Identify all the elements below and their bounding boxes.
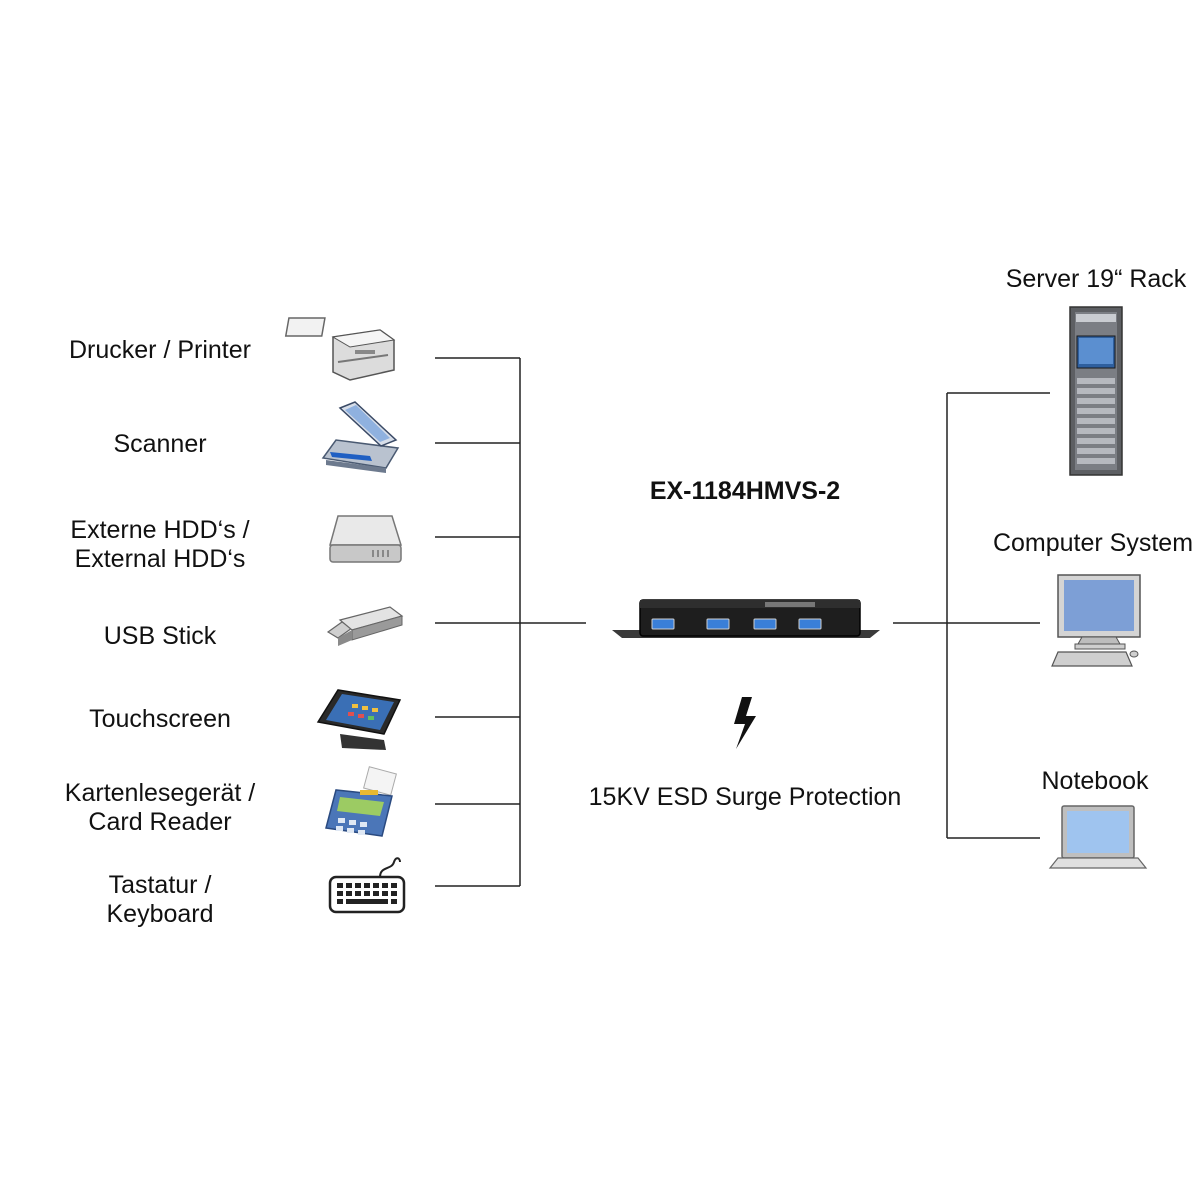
left-connector-lines [435, 357, 586, 887]
label-card-reader-line2: Card Reader [88, 808, 232, 836]
hdd-icon [329, 515, 403, 563]
hub-model-title: EX-1184HMVS-2 [649, 477, 841, 505]
label-touchscreen-line1: Touchscreen [89, 705, 231, 733]
card-reader-icon [325, 766, 397, 837]
lightning-bolt-icon [734, 697, 756, 749]
label-hdd-line1: Externe HDD‘s / [70, 516, 250, 544]
desktop-computer-icon [1051, 574, 1141, 667]
label-hdd-line2: External HDD‘s [74, 545, 246, 573]
label-card-reader-line1: Kartenlesegerät / [64, 779, 256, 807]
touchscreen-pos-icon [316, 689, 402, 750]
scanner-icon [321, 401, 400, 473]
label-server: Server 19“ Rack [1005, 265, 1187, 293]
label-keyboard-line2: Keyboard [106, 900, 214, 928]
notebook-icon [1048, 805, 1148, 869]
label-notebook: Notebook [1041, 767, 1149, 795]
label-keyboard: Tastatur / Keyboard [10, 871, 310, 929]
label-usb-line1: USB Stick [103, 622, 217, 650]
hub-usb-ports [651, 618, 822, 630]
label-scanner: Scanner [10, 430, 310, 459]
usb-hub-icon [612, 599, 880, 638]
keyboard-icon [328, 857, 406, 914]
label-usb: USB Stick [10, 622, 310, 651]
usb-stick-icon [326, 606, 404, 646]
label-printer: Drucker / Printer [10, 336, 310, 365]
printer-icon [284, 317, 396, 381]
label-touchscreen: Touchscreen [10, 705, 310, 734]
label-computer: Computer System [992, 529, 1194, 557]
label-keyboard-line1: Tastatur / [108, 871, 212, 899]
label-hdd: Externe HDD‘s / External HDD‘s [10, 516, 310, 574]
server-rack-icon [1069, 306, 1123, 476]
right-connector-lines [893, 392, 1050, 839]
label-scanner-line1: Scanner [113, 430, 207, 458]
label-printer-line1: Drucker / Printer [69, 336, 251, 364]
label-card-reader: Kartenlesegerät / Card Reader [10, 779, 310, 837]
esd-protection-label: 15KV ESD Surge Protection [588, 783, 902, 811]
